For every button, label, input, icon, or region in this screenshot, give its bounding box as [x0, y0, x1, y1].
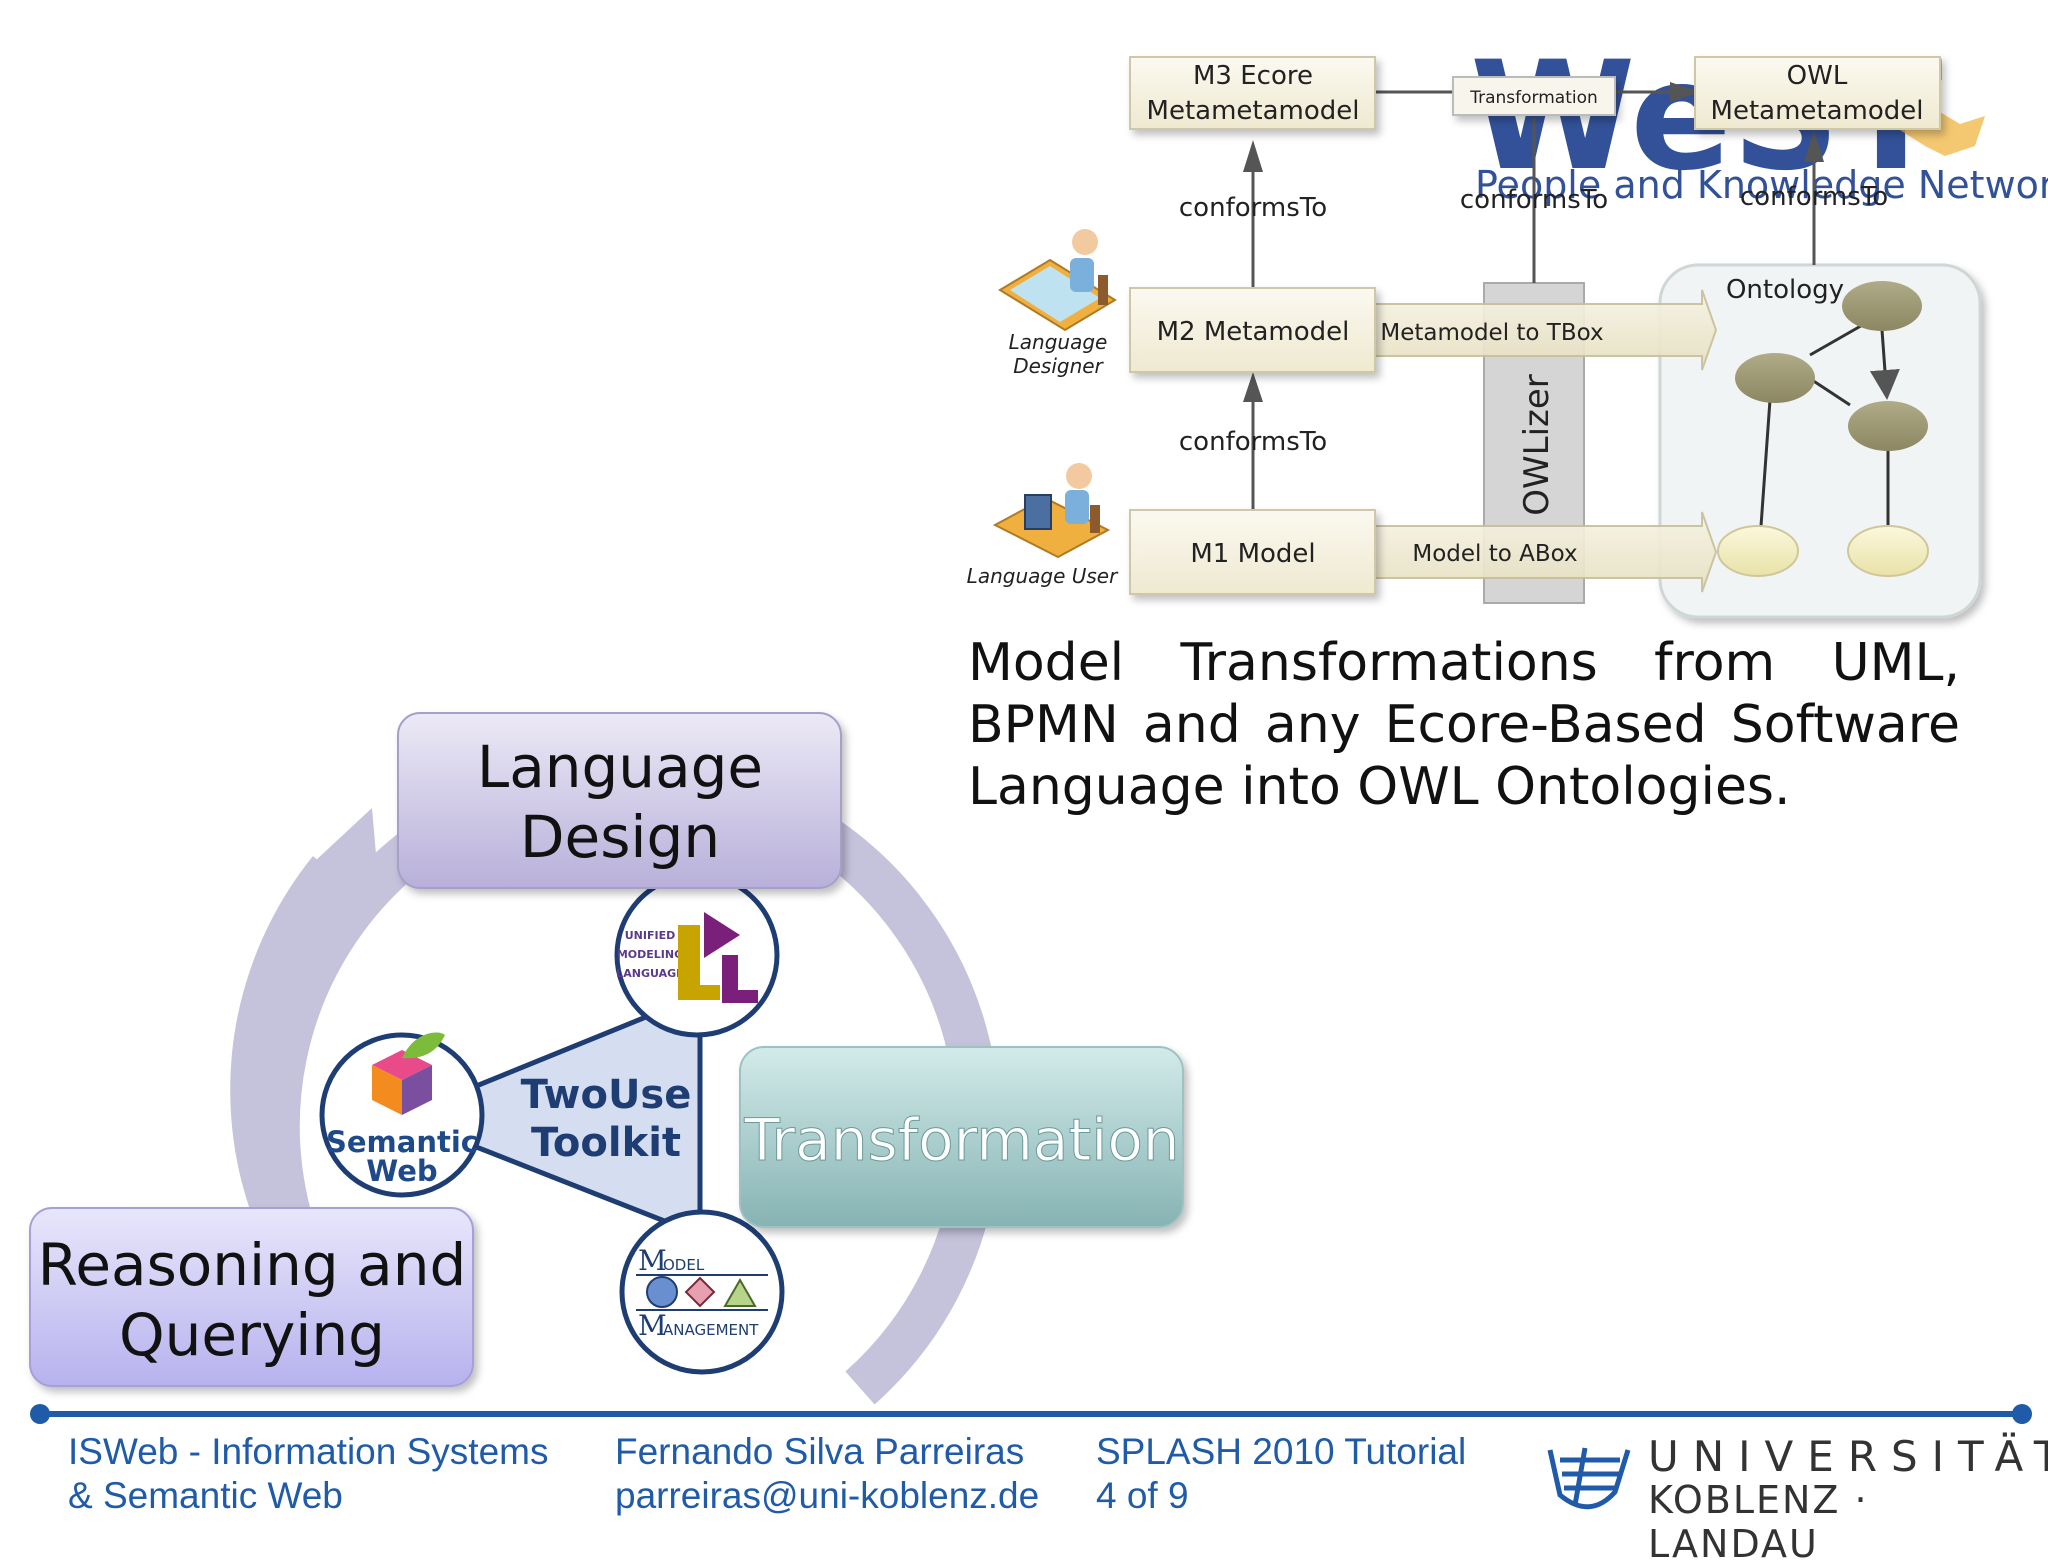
twouse-toolkit-label: TwoUse — [521, 1072, 692, 1118]
footer-author-name: Fernando Silva Parreiras — [615, 1431, 1025, 1472]
ontology-node — [1717, 525, 1799, 577]
conformsto-label: conformsTo — [1460, 185, 1608, 215]
m3-ecore-box — [1129, 56, 1376, 130]
transformation-label: Transformation — [743, 1106, 1179, 1174]
owl-label: OWL — [1787, 61, 1848, 91]
ontology-label: Ontology — [1726, 275, 1844, 305]
twouse-toolkit-label: Toolkit — [531, 1120, 681, 1166]
owlizer-label: OWLizer — [1517, 374, 1557, 516]
language-designer-icon — [998, 229, 1117, 332]
m3-label: Metametamodel — [1147, 96, 1360, 126]
ontology-node — [1842, 281, 1922, 331]
conformsto-label: conformsTo — [1179, 427, 1327, 457]
university-name-line1: UNIVERSITÄT — [1648, 1432, 2048, 1481]
footer-rule-dot — [2012, 1404, 2032, 1424]
transformation-box — [739, 1046, 1184, 1228]
language-design-box — [397, 712, 842, 889]
language-designer-label: Language — [1009, 330, 1108, 354]
owl-label: Metametamodel — [1711, 96, 1924, 126]
university-name-line2: KOBLENZ · LANDAU — [1648, 1478, 1869, 1566]
conformsto-label: conformsTo — [1740, 182, 1888, 212]
reasoning-querying-label: Reasoning and — [38, 1231, 467, 1299]
ontology-node — [1735, 353, 1815, 403]
ontology-graph — [1717, 281, 1929, 577]
transformation-small-label: Transformation — [1469, 88, 1598, 108]
owl-metametamodel-box — [1694, 56, 1941, 130]
reasoning-querying-box — [29, 1207, 474, 1387]
ontology-node — [1848, 401, 1928, 451]
mm-logo-text: ODEL — [663, 1256, 705, 1274]
footer-author: Fernando Silva Parreiras parreiras@uni-k… — [615, 1430, 1039, 1518]
uml-logo-text: UNIFIED — [625, 929, 675, 942]
semantic-web-label: Web — [366, 1154, 437, 1188]
university-logo-icon — [1547, 1447, 1631, 1510]
transformation-small-box — [1452, 76, 1616, 116]
footer-page-number: 4 of 9 — [1096, 1475, 1189, 1516]
m3-label: M3 Ecore — [1193, 61, 1313, 91]
caption: Model Transformations from UML, BPMN and… — [968, 633, 1960, 817]
mm-logo-text: ANAGEMENT — [663, 1321, 759, 1339]
metamodel-to-tbox-label: Metamodel to TBox — [1380, 320, 1603, 346]
reasoning-querying-label: Querying — [119, 1301, 385, 1369]
footer-event: SPLASH 2010 Tutorial 4 of 9 — [1096, 1430, 1466, 1518]
footer-event-title: SPLASH 2010 Tutorial — [1096, 1431, 1467, 1472]
language-user-icon — [992, 463, 1111, 559]
mm-letter: M — [638, 1244, 667, 1277]
model-to-abox-arrow — [1371, 511, 1718, 593]
m1-model-box — [1129, 509, 1376, 595]
uml-letter-shape — [678, 925, 720, 1000]
footer-org-line: ISWeb - Information Systems — [68, 1431, 549, 1472]
uml-logo-text: MODELING — [617, 948, 683, 961]
language-designer-label: Designer — [1013, 354, 1104, 378]
twouse-triangle — [393, 991, 703, 1239]
m2-metamodel-box — [1129, 287, 1376, 373]
mm-letter: M — [638, 1309, 667, 1342]
metamodel-to-tbox-arrow — [1371, 289, 1718, 371]
footer-org: ISWeb - Information Systems & Semantic W… — [68, 1430, 548, 1518]
footer-org-line: & Semantic Web — [68, 1475, 343, 1516]
uml-logo-text: LANGUAGE — [616, 967, 683, 980]
language-design-label: Design — [520, 803, 720, 871]
ontology-node — [1847, 525, 1929, 577]
language-user-label: Language User — [967, 564, 1119, 588]
model-to-abox-label: Model to ABox — [1412, 541, 1577, 567]
footer-rule-dot — [30, 1404, 50, 1424]
footer-author-email[interactable]: parreiras@uni-koblenz.de — [615, 1475, 1040, 1516]
semantic-web-label: Semantic — [326, 1125, 478, 1159]
svg-text:People and Knowledge Networks: People and Knowledge Networks — [1475, 163, 2048, 207]
m1-label: M1 Model — [1190, 539, 1315, 569]
conformsto-label: conformsTo — [1179, 193, 1327, 223]
m2-label: M2 Metamodel — [1157, 317, 1350, 347]
language-design-label: Language — [477, 733, 763, 801]
